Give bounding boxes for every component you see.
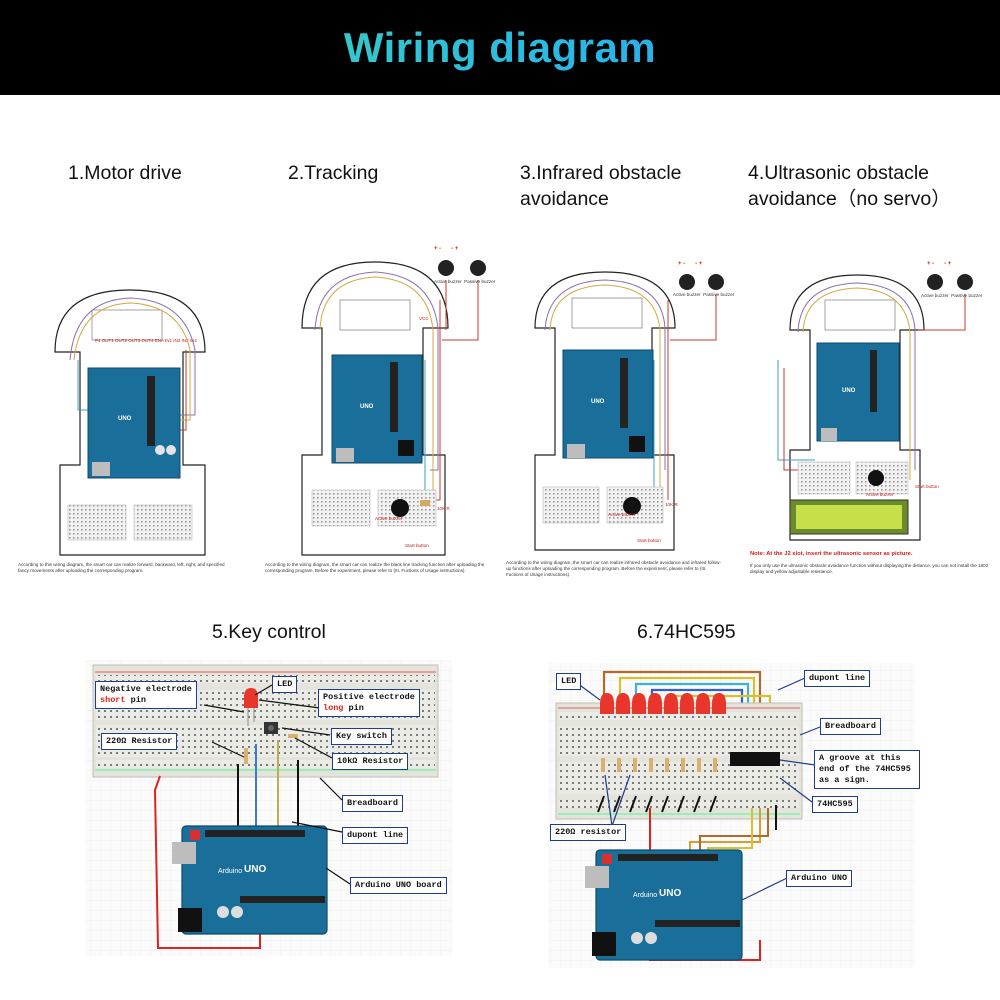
svg-text:UNO: UNO (842, 388, 856, 394)
ultrasonic-buzzer-labels: Active buzzer Passive buzzer (921, 293, 983, 298)
callout-led: LED (272, 676, 298, 693)
infrared-active-buzzer-label: Active buzzer (608, 512, 636, 517)
ultrasonic-diagram: UNO (777, 274, 973, 541)
infrared-start-button-label: Start button (637, 538, 661, 543)
infrared-buzzer-signs: + - - + (678, 261, 703, 267)
svg-text:UNO: UNO (360, 404, 374, 410)
panel-title-key-control: 5.Key control (212, 621, 326, 643)
callout-220-resistor: 220Ω Resistor (101, 733, 178, 750)
tracking-buzzer-signs: + - - + (434, 246, 459, 252)
tracking-start-button-label: Start button (405, 543, 429, 548)
ultrasonic-active-buzzer-label: Active buzzer (866, 492, 894, 497)
74hc595-breadboard (555, 702, 803, 820)
tracking-diagram: UNO (301, 260, 486, 556)
ultrasonic-buzzer-signs: + - - + (927, 261, 952, 267)
74hc595-resistors (601, 758, 717, 772)
tracking-buzzer-labels: Active buzzer Passive buzzer (434, 279, 496, 284)
callout-74hc595-led: LED (556, 673, 582, 690)
callout-arduino-uno-board: Arduino UNO board (350, 877, 447, 894)
tracking-caption: According to the wiring diagram, the sma… (265, 562, 485, 573)
header-banner: Wiring diagram (0, 0, 1000, 95)
callout-74hc595-dupont-line: dupont line (804, 670, 871, 687)
key-uno-text: UNO (244, 864, 266, 875)
callout-74hc595-breadboard: Breadboard (820, 718, 882, 735)
74hc595-leds (600, 693, 726, 714)
callout-positive-electrode: Positive electrode long pin (318, 689, 420, 717)
tracking-vcc-label: VCC (419, 316, 429, 321)
74hc595-callout-lines (576, 677, 821, 901)
infrared-10k-label: 10K R (665, 502, 678, 507)
breadboard-right (133, 504, 193, 541)
panel-title-infrared: 3.Infrared obstacle avoidance (520, 162, 682, 210)
callout-breadboard: Breadboard (342, 795, 404, 812)
callout-74hc595-groove: A groove at this end of the 74HC595 as a… (814, 750, 920, 789)
callout-74hc595-chip: 74HC595 (812, 796, 858, 813)
infrared-diagram: UNO (534, 271, 724, 551)
page-title: Wiring diagram (0, 24, 1000, 72)
ultrasonic-caption: If you only use the ultrasonic obstacle … (750, 563, 989, 574)
74hc595-arduino-text: Arduino (633, 892, 657, 899)
tracking-active-buzzer-label: Active buzzer (375, 516, 403, 521)
74hc595-chip (730, 752, 780, 766)
motor-driver-pins: P4 OUT1 OUT2 OUT3 OUT4 ENA IN1 IN2 IN3 I… (95, 338, 197, 343)
callout-negative-electrode: Negative electrode short pin (95, 681, 197, 709)
ultrasonic-start-button-label: Start button (915, 484, 939, 489)
svg-text:UNO: UNO (591, 399, 605, 405)
key-led (244, 688, 258, 726)
infrared-caption: According to the wiring diagram, the sma… (506, 560, 721, 577)
uno-label: UNO (118, 416, 132, 422)
panel-title-74hc595: 6.74HC595 (637, 621, 736, 643)
motor-drive-caption: According to this wiring diagram, the sm… (18, 562, 225, 573)
tracking-10k-label: 10K R (437, 506, 450, 511)
74hc595-uno-text: UNO (659, 888, 681, 899)
ultrasonic-note: Note: At the J2 slot, insert the ultraso… (750, 551, 913, 557)
callout-74hc595-arduino-uno: Arduino UNO (786, 870, 853, 887)
panel-title-ultrasonic: 4.Ultrasonic obstacle avoidance（no servo… (748, 162, 951, 210)
motor-drive-diagram: P4 OUT1 OUT2 OUT3 OUT4 ENA IN1 IN2 IN3 I… (54, 289, 206, 556)
panel-title-motor-drive: 1.Motor drive (68, 162, 182, 184)
resistor-220 (244, 748, 248, 764)
74hc595-black-jumpers (597, 795, 717, 813)
breadboard-left (67, 504, 127, 541)
callout-74hc595-resistor: 220Ω resistor (550, 824, 627, 841)
key-arduino-text: Arduino (218, 868, 242, 875)
74hc595-arduino-board: UNO Arduino (585, 849, 743, 961)
infrared-buzzer-labels: Active buzzer Passive buzzer (673, 292, 735, 297)
key-callout-lines (203, 684, 351, 885)
callout-key-switch: Key switch (331, 728, 393, 745)
key-arduino-board: UNO Arduino (172, 825, 328, 935)
resistor-10k (288, 734, 298, 738)
panel-title-tracking: 2.Tracking (288, 162, 379, 184)
callout-10k-resistor: 10kΩ Resistor (332, 753, 409, 770)
callout-dupont-line: dupont line (342, 827, 409, 844)
